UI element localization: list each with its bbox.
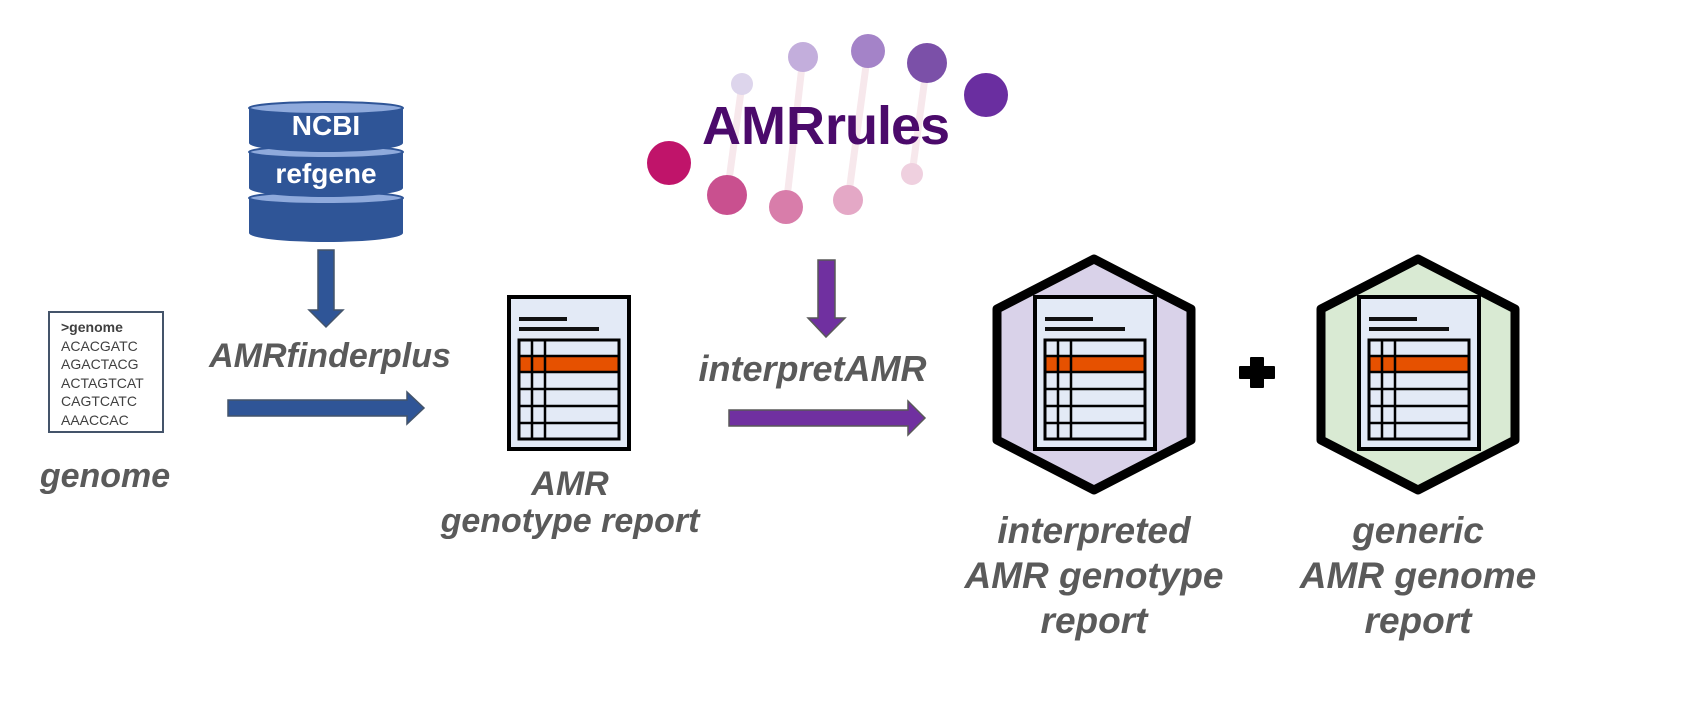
arrow-down-icon xyxy=(307,249,345,329)
report1-label-line1: AMR xyxy=(531,465,609,503)
database-label-ncbi: NCBI xyxy=(292,110,360,141)
report2-label: interpreted AMR genotype report xyxy=(944,508,1244,643)
hexagon-report-icon xyxy=(1316,254,1520,495)
tool-label-amrfinderplus: AMRfinderplus xyxy=(209,337,451,375)
database-label-refgene: refgene xyxy=(275,158,376,189)
arrow-right-icon xyxy=(227,390,426,426)
amrrules-logo-text: AMRrules xyxy=(702,96,949,156)
genome-label: genome xyxy=(39,457,171,495)
report1-label: AMR genotype report xyxy=(420,466,720,539)
sequence-line: ACTAGTCAT xyxy=(61,374,144,391)
report3-label-line1: generic xyxy=(1352,510,1484,551)
hexagon-report-icon xyxy=(992,254,1196,495)
tool-label-interpretamr: interpretAMR xyxy=(698,348,927,389)
arrow-down-icon xyxy=(806,259,847,339)
report2-label-line3: report xyxy=(1040,600,1148,641)
report2-label-line2: AMR genotype xyxy=(964,555,1224,596)
genome-header: >genome xyxy=(61,319,123,335)
sequence-line: AAACCAC xyxy=(61,411,129,428)
amrrules-dots-logo xyxy=(647,34,1008,224)
report2-label-line1: interpreted xyxy=(997,510,1191,551)
report3-label-line3: report xyxy=(1364,600,1472,641)
sequence-line: AGACTACG xyxy=(61,356,139,373)
report1-label-line2: genotype report xyxy=(440,501,700,540)
plus-icon xyxy=(1239,357,1275,388)
database-cylinder-icon xyxy=(248,101,404,242)
report-table-icon xyxy=(507,295,631,451)
sequence-line: CAGTCATC xyxy=(61,393,137,410)
arrow-right-icon xyxy=(728,399,927,437)
report3-label-line2: AMR genome xyxy=(1299,555,1537,596)
genome-sequence-box: >genome ACACGATC AGACTACG ACTAGTCAT CAGT… xyxy=(48,311,164,433)
sequence-line: ACACGATC xyxy=(61,337,138,354)
report3-label: generic AMR genome report xyxy=(1278,508,1558,643)
